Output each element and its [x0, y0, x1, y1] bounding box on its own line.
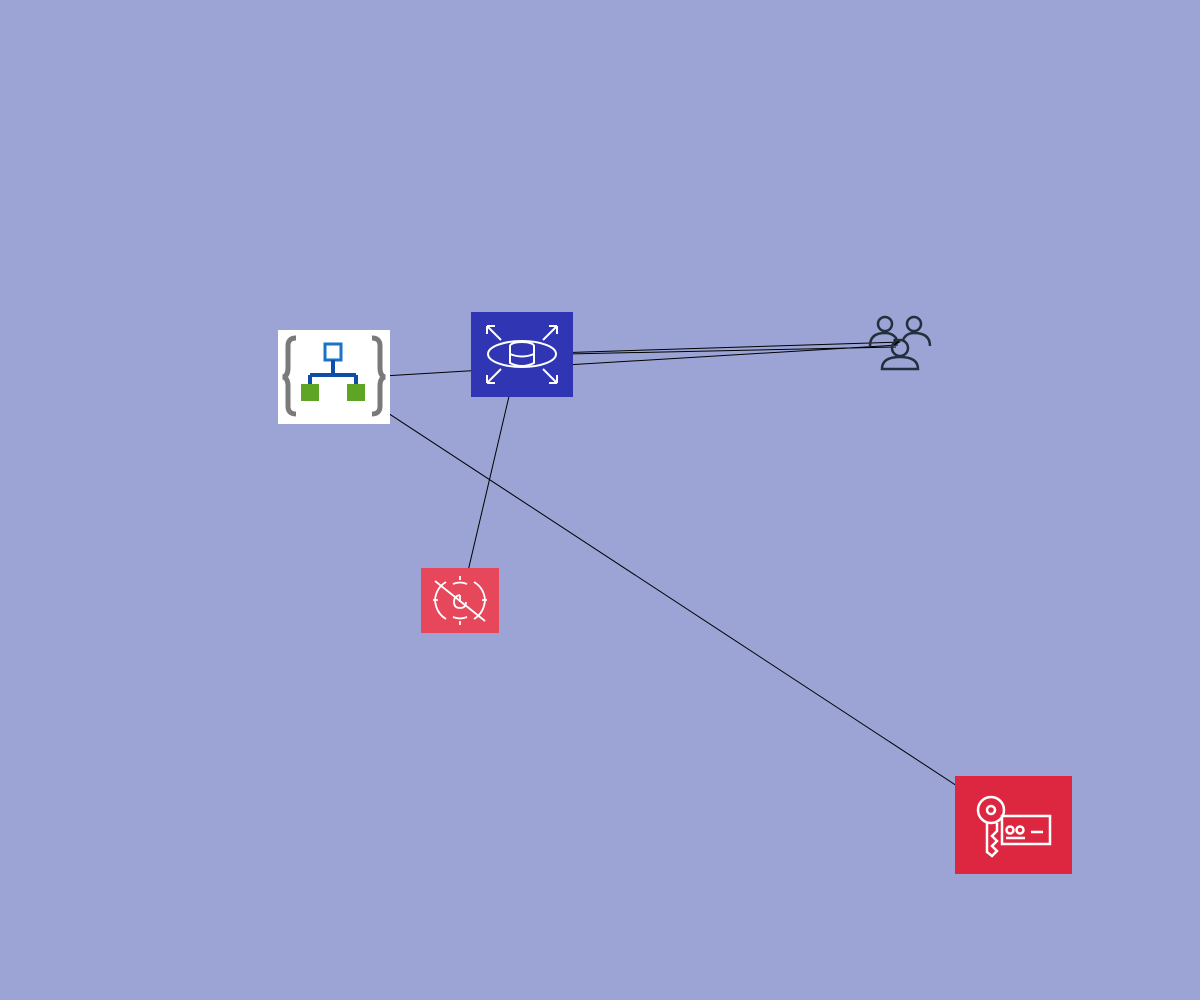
- users-node[interactable]: [866, 314, 934, 372]
- guardduty-node[interactable]: [421, 568, 499, 633]
- rds-database-icon: [486, 325, 558, 384]
- iam-node[interactable]: [955, 776, 1072, 874]
- edge-rds-to-users[interactable]: [521, 338, 901, 355]
- logic-app-workflow-icon: [282, 335, 386, 417]
- logic-app-node[interactable]: [278, 330, 390, 424]
- iam-key-credential-icon: [976, 795, 1052, 858]
- users-group-icon: [868, 315, 932, 371]
- edge-users-to-rds[interactable]: [521, 346, 897, 359]
- edge-users-to-logic-app[interactable]: [333, 344, 899, 383]
- guardduty-icon: [433, 576, 487, 625]
- rds-node[interactable]: [471, 312, 573, 397]
